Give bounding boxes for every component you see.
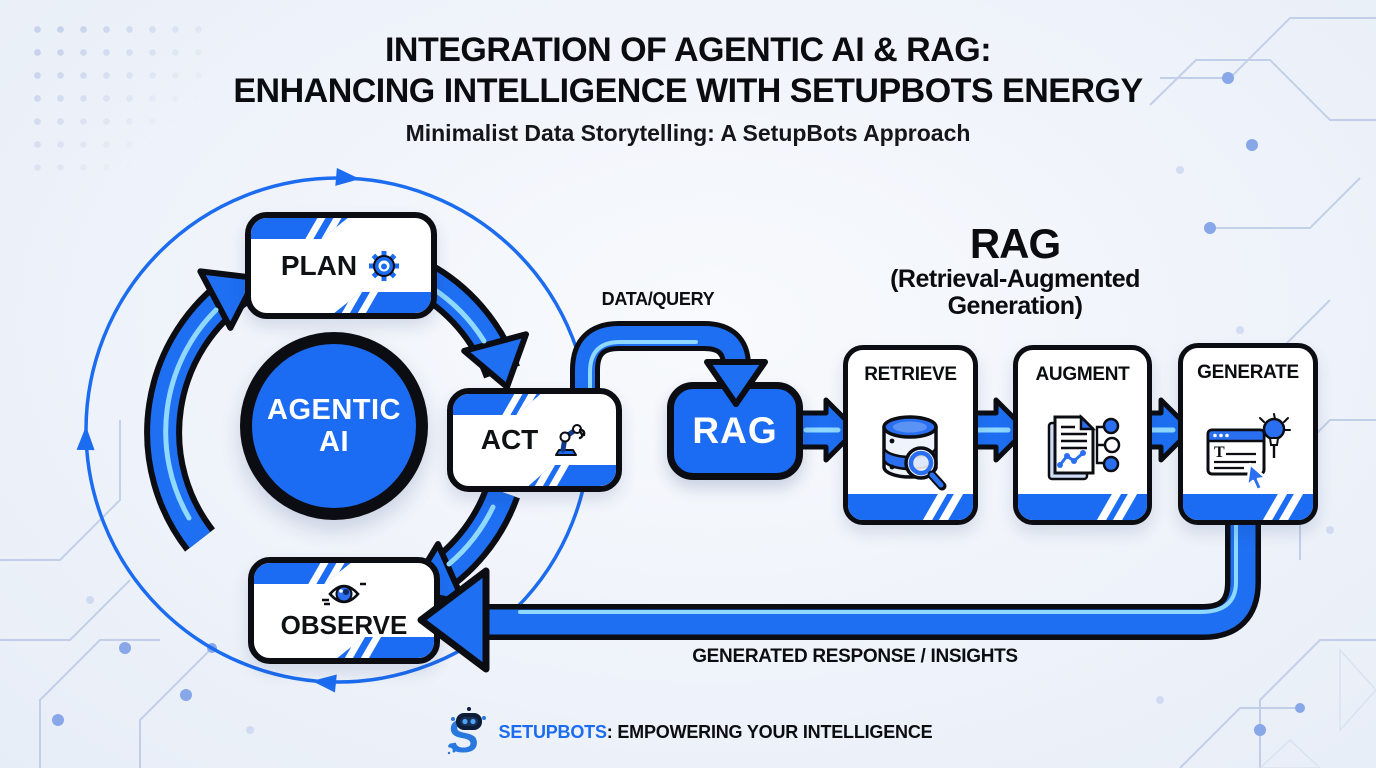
generate-bottom-band: [1183, 494, 1313, 520]
agentic-ai-circle: AGENTIC AI: [240, 332, 428, 520]
generate-stage: GENERATE T: [1178, 343, 1318, 525]
page-subtitle: Minimalist Data Storytelling: A SetupBot…: [405, 120, 971, 146]
rag-box-label: RAG: [692, 410, 778, 451]
svg-text:T: T: [1214, 444, 1225, 461]
retrieve-stage: RETRIEVE: [843, 345, 978, 525]
act-node: ACT: [447, 388, 622, 492]
document-nodes-icon: [1041, 386, 1125, 520]
rag-heading: RAG (Retrieval-Augmented Generation): [830, 222, 1200, 320]
augment-bottom-band: [1018, 494, 1147, 520]
page-title: INTEGRATION OF AGENTIC AI & RAG: ENHANCI…: [0, 30, 1376, 112]
data-query-pipe: [570, 321, 751, 432]
observe-corner-band-bottom: [336, 637, 434, 658]
rag-heading-sub1: (Retrieval-Augmented: [890, 265, 1140, 293]
footer-brand: SETUPBOTS: [498, 721, 607, 742]
retrieve-label: RETRIEVE: [864, 364, 957, 385]
dot-grid-decoration: [26, 18, 216, 183]
robot-arm-icon: [548, 420, 588, 460]
generated-response-label: GENERATED RESPONSE / INSIGHTS: [692, 646, 1018, 667]
browser-idea-icon: T: [1204, 384, 1292, 520]
observe-corner-band-top: [254, 563, 352, 584]
augment-stage: AUGMENT: [1013, 345, 1152, 525]
page-title-line2: ENHANCING INTELLIGENCE WITH SETUPBOTS EN…: [233, 72, 1143, 110]
act-label: ACT: [480, 424, 539, 455]
observe-label: OBSERVE: [280, 610, 408, 640]
footer-tagline: : EMPOWERING YOUR INTELLIGENCE: [606, 721, 933, 742]
cycle-arrow-plan-to-act: [410, 260, 530, 390]
rag-heading-title: RAG: [969, 220, 1061, 267]
plan-node: PLAN: [245, 212, 437, 319]
footer: S SETUPBOTS: EMPOWERING YOUR INTELLIGENC…: [0, 706, 1376, 758]
plan-label: PLAN: [280, 249, 358, 281]
retrieve-bottom-band: [848, 494, 973, 520]
augment-label: AUGMENT: [1035, 364, 1130, 385]
plan-corner-band-top: [251, 218, 349, 239]
observe-node: OBSERVE: [248, 557, 440, 664]
cycle-arrow-observe-to-plan: [144, 268, 259, 552]
return-pipe: [478, 503, 1261, 640]
act-corner-band-bottom: [527, 465, 616, 486]
data-query-label: DATA/QUERY: [601, 289, 715, 309]
eye-icon: [318, 580, 370, 608]
setupbots-logo-icon: S: [444, 706, 490, 758]
rag-box: RAG: [667, 382, 803, 480]
generate-label: GENERATE: [1197, 362, 1299, 383]
gear-icon: [367, 249, 401, 283]
rag-heading-sub2: Generation): [947, 292, 1083, 320]
agentic-ai-label-line1: AGENTIC: [267, 394, 401, 426]
act-corner-band-top: [453, 394, 542, 415]
page-title-line1: INTEGRATION OF AGENTIC AI & RAG:: [384, 31, 992, 69]
agentic-ai-label-line2: AI: [319, 426, 349, 458]
plan-corner-band-bottom: [333, 292, 431, 313]
database-search-icon: [872, 386, 950, 520]
